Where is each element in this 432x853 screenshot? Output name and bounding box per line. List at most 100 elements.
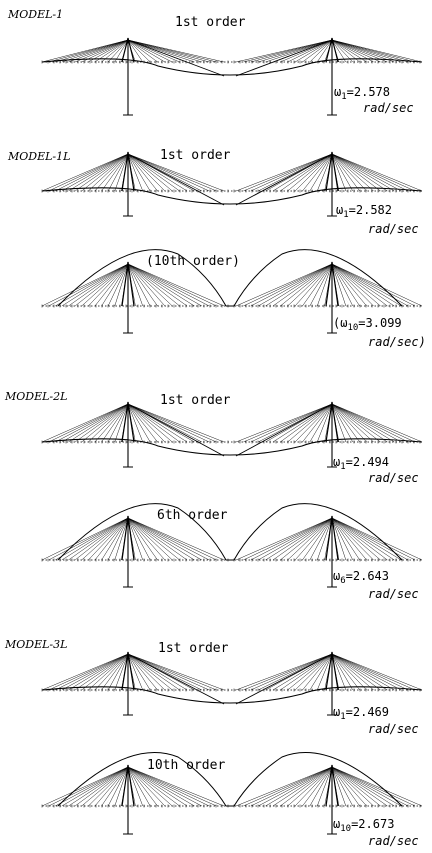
stay-cable: [127, 766, 173, 807]
stay-cable: [41, 39, 129, 63]
stay-cable: [331, 766, 409, 807]
stay-cable: [280, 653, 333, 691]
stay-cable: [331, 653, 423, 691]
tower-head: [325, 37, 339, 63]
stay-cable: [127, 517, 180, 561]
stay-cable: [94, 517, 129, 561]
stay-cable: [127, 153, 166, 192]
stay-cable: [331, 766, 367, 807]
stay-cable: [309, 263, 333, 307]
stay-cable: [317, 263, 333, 307]
stay-cable: [317, 517, 333, 561]
deformed-cable: [235, 39, 333, 77]
stay-cable: [294, 39, 333, 63]
omega-subscript: 6: [340, 576, 345, 586]
stay-cable: [294, 766, 333, 807]
tower-head: [121, 151, 135, 192]
stay-cable: [258, 263, 333, 307]
stay-cable: [127, 403, 166, 443]
stay-cable: [331, 766, 381, 807]
stay-cable: [331, 653, 347, 691]
stay-cable: [331, 263, 395, 307]
unit-label: rad/sec: [368, 834, 419, 848]
stay-cable: [94, 766, 129, 807]
stay-cable: [127, 153, 225, 192]
omega-value: =2.673: [351, 817, 394, 831]
stay-cable: [74, 517, 129, 561]
stay-cable: [127, 39, 217, 63]
stay-cable: [331, 653, 360, 691]
stay-cable: [127, 263, 225, 307]
stay-cable: [107, 153, 129, 192]
deformed-deck: [41, 686, 423, 704]
stay-cable: [61, 517, 129, 561]
stay-cable: [331, 403, 381, 443]
order-label: 1st order: [160, 393, 231, 408]
stay-cable: [243, 263, 333, 307]
order-label: 1st order: [158, 641, 229, 656]
stay-cable: [331, 153, 347, 192]
stay-cable: [258, 39, 333, 63]
stay-cable: [331, 263, 381, 307]
stay-cable: [41, 403, 129, 443]
stay-cable: [280, 153, 333, 192]
stay-cable: [61, 403, 129, 443]
stay-cable: [331, 153, 402, 192]
stay-cable: [287, 517, 333, 561]
mode-panel-1l-10th: (10th order) (ω10=3.099 rad/sec): [41, 249, 426, 349]
stay-cable: [331, 517, 388, 561]
stay-cable: [74, 39, 129, 63]
stay-cable: [68, 263, 129, 307]
stay-cable: [88, 403, 129, 443]
stay-cable: [127, 403, 188, 443]
stay-cable: [127, 153, 180, 192]
bridge-diagram: [41, 151, 423, 217]
stay-cable: [331, 517, 381, 561]
stay-cable: [101, 153, 129, 192]
stay-cable: [68, 39, 129, 63]
stay-cable: [55, 153, 129, 192]
omega-subscript: 1: [340, 712, 345, 722]
stay-cable: [127, 403, 180, 443]
stay-cable: [331, 653, 395, 691]
unit-label: rad/sec: [368, 222, 419, 236]
stay-cable: [48, 517, 129, 561]
stay-cable: [61, 39, 129, 63]
stay-cable: [61, 263, 129, 307]
stay-cable: [41, 766, 129, 807]
stay-cable: [331, 403, 360, 443]
stay-cable: [331, 517, 395, 561]
stay-cable: [331, 263, 347, 307]
stay-cable: [331, 263, 416, 307]
deformed-cable: [127, 403, 225, 457]
frequency-label: ω6=2.643: [333, 569, 389, 586]
stay-cable: [41, 263, 129, 307]
stay-cable: [107, 39, 129, 63]
unit-label: rad/sec: [368, 587, 419, 601]
frequency-label: ω10=2.673: [333, 817, 394, 834]
stay-cable: [265, 766, 333, 807]
tower-head: [121, 401, 135, 443]
stay-cable: [317, 153, 333, 192]
stay-cable: [331, 653, 367, 691]
stay-cable: [331, 653, 409, 691]
order-label: (10th order): [146, 254, 240, 269]
stay-cable: [331, 403, 367, 443]
stay-cable: [331, 153, 360, 192]
omega-value: =2.643: [346, 569, 389, 583]
stay-cable: [127, 263, 195, 307]
stay-cable: [302, 39, 333, 63]
stay-cable: [331, 403, 347, 443]
stay-cable: [127, 153, 188, 192]
stay-cable: [258, 517, 333, 561]
stay-cable: [287, 153, 333, 192]
stay-cable: [48, 263, 129, 307]
stay-cable: [74, 153, 129, 192]
stay-cable: [127, 653, 151, 691]
frequency-label: ω1=2.582: [336, 203, 392, 220]
deformed-deck: [41, 58, 423, 76]
stay-cable: [250, 653, 333, 691]
stay-cable: [331, 766, 402, 807]
stay-cable: [331, 403, 409, 443]
stay-cable: [41, 517, 129, 561]
